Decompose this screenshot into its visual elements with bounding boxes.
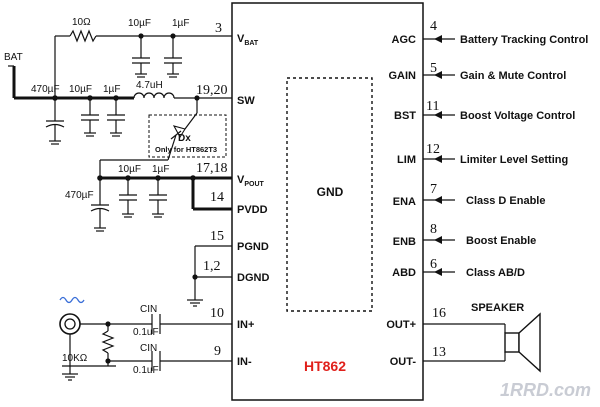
pin-label-pgnd: PGND [237,241,269,253]
c-vbat-10-value: 10µF [128,18,151,29]
watermark: 1RRD.com [500,380,591,400]
pin-num-out-minus: 13 [432,345,446,360]
chip-name: HT862 [304,358,346,374]
c-vbat-1-value: 1µF [172,18,189,29]
inductor-value: 4.7uH [136,80,163,91]
pin-num-enb: 8 [430,222,437,237]
desc-agc: Battery Tracking Control [460,34,588,46]
diode-note: Only for HT862T3 [155,145,217,154]
c-bat-bulk-value: 470µF [31,84,60,95]
pin-num-gain: 5 [430,61,437,76]
pin-num-vpout: 17,18 [196,161,228,176]
pin-num-vbat: 3 [215,21,222,36]
pin-label-ena: ENA [393,196,416,208]
desc-gain: Gain & Mute Control [460,70,566,82]
pin-label-abd: ABD [392,267,416,279]
diode-icon [167,98,198,161]
pin-num-ena: 7 [430,182,437,197]
pin-label-enb: ENB [393,236,416,248]
c-vp-bulk-value: 470µF [65,190,94,201]
pin-label-out-plus: OUT+ [386,319,416,331]
pin-label-sw: SW [237,95,255,107]
pin-label-out-minus: OUT- [390,356,417,368]
diode-box [148,114,227,158]
pin-label-agc: AGC [392,34,417,46]
pin-num-lim: 12 [426,142,440,157]
bat-network [8,65,232,145]
chip-gnd-label: GND [317,185,344,199]
pin-label-lim: LIM [397,154,416,166]
pin-num-pvdd: 14 [210,190,224,205]
c-vp-10-value: 10µF [118,164,141,175]
c-bat-1-value: 1µF [103,84,120,95]
speaker-label: SPEAKER [471,302,524,314]
pin-label-gain: GAIN [389,70,417,82]
diode-name: Dx [178,133,191,144]
vpout-network [90,159,232,232]
c-vp-1-value: 1µF [152,164,169,175]
desc-abd: Class AB/D [466,267,525,279]
pin-num-out-plus: 16 [432,306,446,321]
c-bat-10-value: 10µF [69,84,92,95]
cin-plus-value: 0.1uF [133,327,159,338]
pin-label-in-minus: IN- [237,356,252,368]
chip-gnd-pad [286,77,373,312]
ground-network [187,245,232,307]
pin-label-dgnd: DGND [237,272,269,284]
pin-num-in-plus: 10 [210,306,224,321]
control-lines [423,35,455,276]
audio-source-icon [59,313,108,366]
chip-body [231,2,424,401]
source-wave-icon [59,296,85,304]
pin-num-dgnd: 1,2 [203,259,221,274]
r-in-value: 10KΩ [62,353,88,364]
pin-num-in-minus: 9 [214,344,221,359]
speaker-icon [423,312,541,373]
pin-num-pgnd: 15 [210,229,224,244]
vbat-network [54,29,232,98]
cin-minus-label: CIN [140,343,157,354]
desc-bst: Boost Voltage Control [460,110,575,122]
desc-lim: Limiter Level Setting [460,154,568,166]
pin-num-agc: 4 [430,19,437,34]
pin-num-bst: 11 [426,99,439,114]
pin-label-pvdd: PVDD [237,204,268,216]
pin-num-sw: 19,20 [196,83,228,98]
input-network [62,314,232,381]
pin-label-in-plus: IN+ [237,319,254,331]
desc-enb: Boost Enable [466,235,536,247]
desc-ena: Class D Enable [466,195,545,207]
r-vbat-value: 10Ω [72,17,91,28]
pin-label-bst: BST [394,110,416,122]
bat-label: BAT [4,52,23,63]
cin-minus-value: 0.1uF [133,365,159,376]
pin-num-abd: 6 [430,257,437,272]
cin-plus-label: CIN [140,304,157,315]
